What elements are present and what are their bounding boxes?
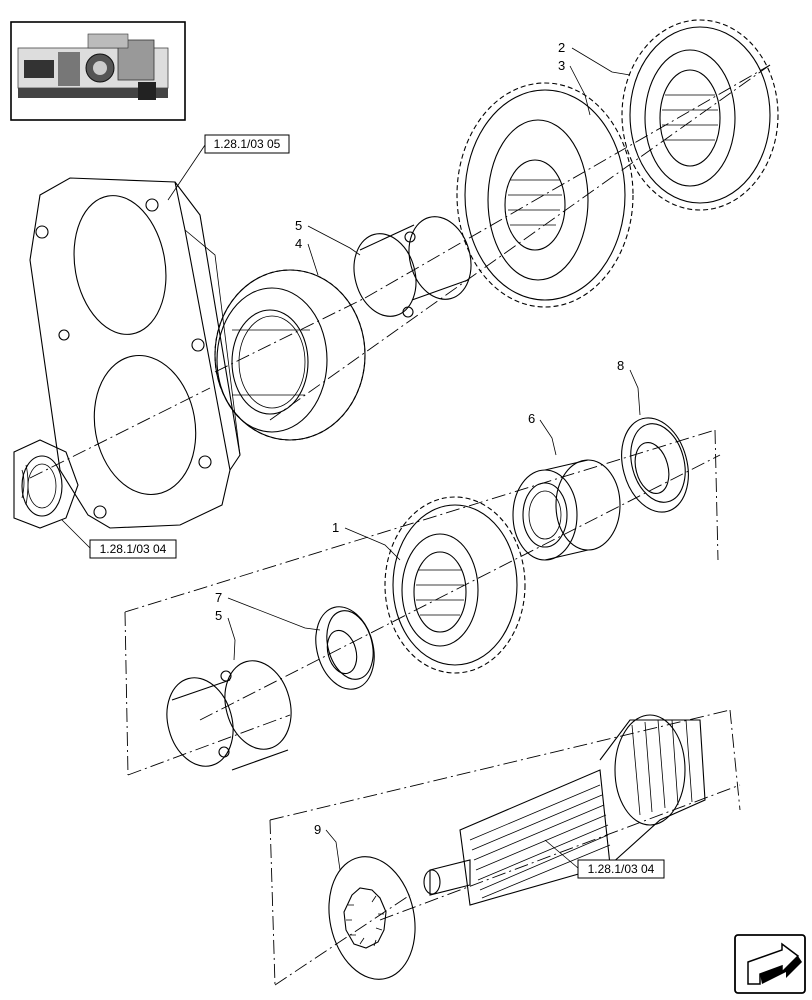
svg-text:3: 3 (558, 58, 565, 73)
thumbnail-overview[interactable] (10, 21, 186, 121)
svg-text:1: 1 (332, 520, 339, 535)
svg-text:1.28.1/03 04: 1.28.1/03 04 (100, 542, 167, 556)
callout-4: 4 (295, 236, 319, 276)
bearing-6 (512, 459, 621, 561)
washer-7 (315, 606, 375, 690)
svg-text:1.28.1/03 04: 1.28.1/03 04 (588, 862, 655, 876)
callout-9: 9 (314, 822, 341, 871)
svg-text:5: 5 (215, 608, 222, 623)
callout-5-upper: 5 (295, 218, 361, 256)
callouts: 2 3 5 4 8 6 1 7 (215, 40, 641, 871)
splined-washer-9 (328, 856, 416, 980)
frame-lower (269, 709, 741, 986)
svg-text:4: 4 (295, 236, 302, 251)
svg-text:1.28.1/03 05: 1.28.1/03 05 (214, 137, 281, 151)
washer-8 (621, 417, 689, 513)
next-page-arrow-icon[interactable] (734, 934, 806, 994)
svg-text:5: 5 (295, 218, 302, 233)
bushing-5-upper (353, 216, 472, 318)
hex-nut (13, 439, 79, 529)
callout-8: 8 (617, 358, 641, 416)
svg-text:8: 8 (617, 358, 624, 373)
axis-frame-upper (269, 64, 771, 421)
callout-1: 1 (332, 520, 401, 561)
gear-1 (384, 496, 526, 674)
callout-2: 2 (558, 40, 631, 76)
svg-text:7: 7 (215, 590, 222, 605)
axis-upper (364, 64, 771, 299)
gear-2 (621, 19, 779, 211)
reference-box-left[interactable]: 1.28.1/03 04 (61, 519, 177, 559)
housing-plate (29, 177, 366, 529)
gear-3 (456, 82, 634, 308)
gear-4 (214, 269, 366, 441)
svg-text:6: 6 (528, 411, 535, 426)
reference-box-top[interactable]: 1.28.1/03 05 (167, 134, 290, 201)
callout-6: 6 (528, 411, 557, 456)
reference-box-shaft[interactable]: 1.28.1/03 04 (544, 839, 665, 879)
svg-text:9: 9 (314, 822, 321, 837)
svg-text:2: 2 (558, 40, 565, 55)
callout-5-lower: 5 (215, 608, 236, 661)
callout-3: 3 (558, 58, 591, 116)
callout-7: 7 (215, 590, 321, 631)
frame-middle (124, 429, 721, 776)
bushing-5-lower (166, 660, 292, 771)
